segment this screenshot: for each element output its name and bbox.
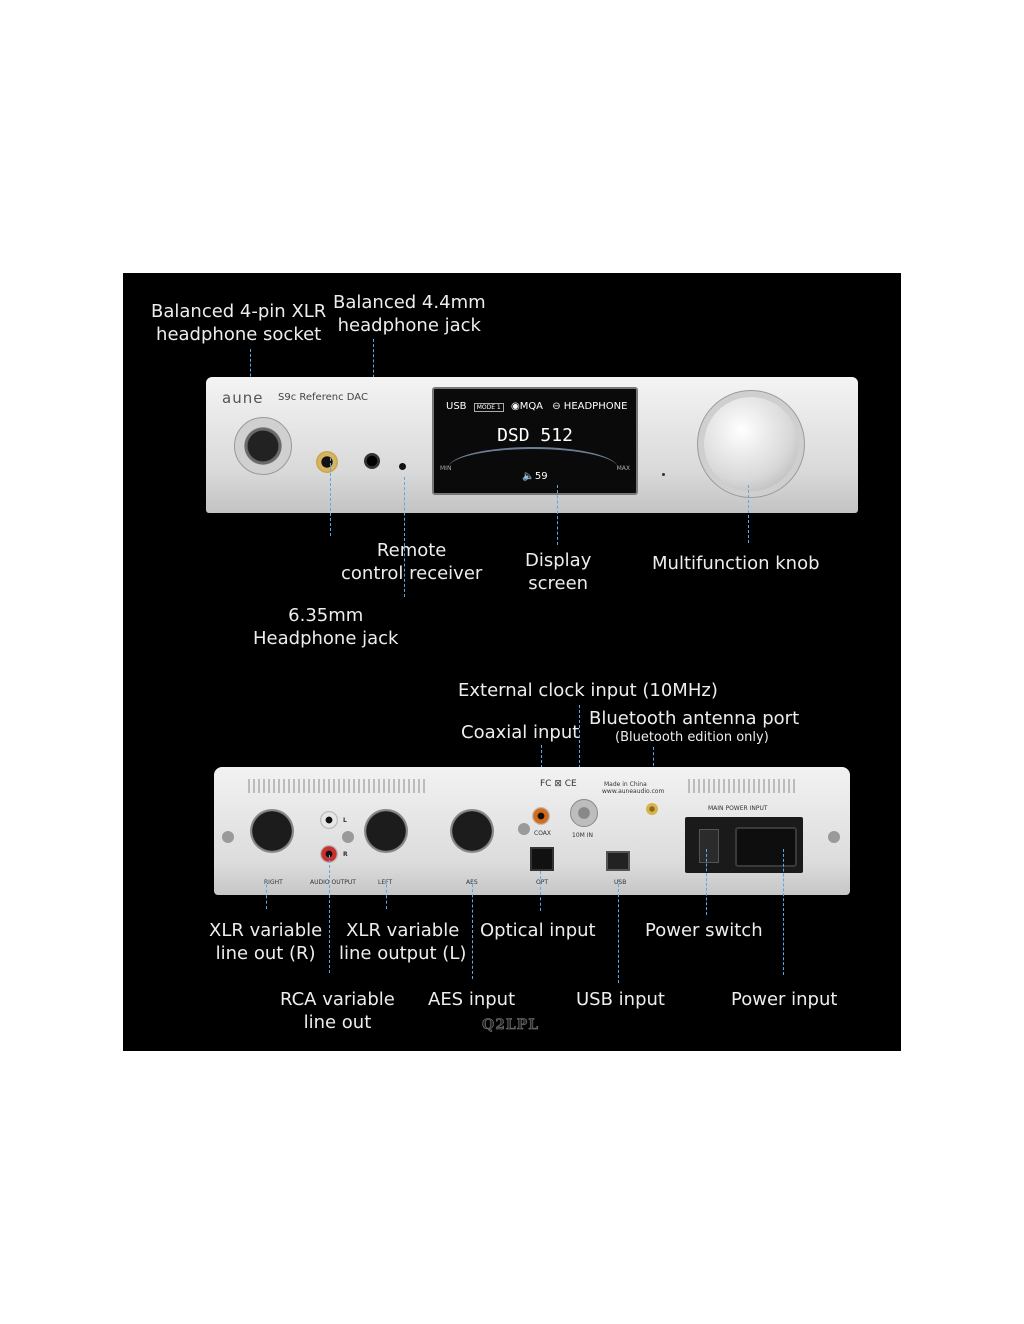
remote-receiver [399, 463, 406, 470]
vent-grille [688, 779, 798, 793]
optical-input [530, 847, 554, 871]
status-led [662, 473, 665, 476]
screw [518, 823, 530, 835]
leader-line [557, 485, 558, 545]
power-inlet [735, 827, 797, 867]
coax-input [532, 807, 550, 825]
screw [342, 831, 354, 843]
volume-arc [448, 447, 618, 489]
leader-line [618, 879, 619, 983]
power-switch [699, 829, 719, 863]
clock-input [570, 799, 598, 827]
leader-line [386, 879, 387, 909]
rca-left [320, 811, 338, 829]
label-bt-note: (Bluetooth edition only) [615, 730, 769, 745]
label-usb: USB input [576, 989, 665, 1010]
screw [222, 831, 234, 843]
leader-line [330, 458, 331, 536]
brand-logo: aune [222, 389, 264, 407]
leader-line [404, 477, 405, 597]
label-aes: AES input [428, 989, 516, 1010]
leader-line [783, 849, 784, 975]
headphone-jack-44 [364, 453, 380, 469]
rear-panel: RIGHT L R AUDIO OUTPUT LEFT AES FC ⊠ CE … [214, 767, 850, 895]
rca-right [320, 845, 338, 863]
screen-status: USB MODE 1 ◉MQA ⊖ HEADPHONE [446, 401, 628, 412]
aes-input [450, 809, 494, 853]
power-module [685, 817, 803, 873]
leader-line [706, 849, 707, 915]
usb-input [606, 851, 630, 871]
label-power-input: Power input [731, 989, 838, 1010]
bt-antenna-port [646, 803, 658, 815]
label-knob: Multifunction knob [652, 553, 820, 574]
watermark: Q2LPL [482, 1017, 540, 1034]
headphone-jack-635 [316, 451, 338, 473]
multifunction-knob [704, 397, 798, 491]
front-panel: aune S9c Referenc DAC USB MODE 1 ◉MQA ⊖ … [206, 377, 858, 513]
xlr-out-right [250, 809, 294, 853]
label-coax: Coaxial input [461, 722, 580, 743]
display-screen: USB MODE 1 ◉MQA ⊖ HEADPHONE DSD 512 MIN … [432, 387, 638, 495]
model-name: S9c Referenc DAC [278, 392, 368, 403]
label-optical: Optical input [480, 920, 596, 941]
screw [828, 831, 840, 843]
xlr-headphone-socket [234, 417, 292, 475]
leader-line [748, 485, 749, 543]
label-bt-port: Bluetooth antenna port [589, 708, 800, 729]
screen-volume: 🔈59 [522, 471, 548, 482]
leader-line [329, 855, 330, 973]
leader-line [472, 879, 473, 979]
leader-line [579, 705, 580, 783]
speaker-icon: 🔈 [522, 471, 535, 482]
label-ext-clock: External clock input (10MHz) [458, 680, 718, 701]
mqa-icon: ◉ [510, 401, 520, 412]
cert-marks: FC ⊠ CE [540, 779, 577, 789]
vent-grille [248, 779, 428, 793]
headphone-icon: ⊖ [552, 401, 561, 412]
screen-format: DSD 512 [497, 425, 573, 446]
label-power-switch: Power switch [645, 920, 763, 941]
leader-line [540, 871, 541, 911]
xlr-out-left [364, 809, 408, 853]
leader-line [266, 879, 267, 909]
